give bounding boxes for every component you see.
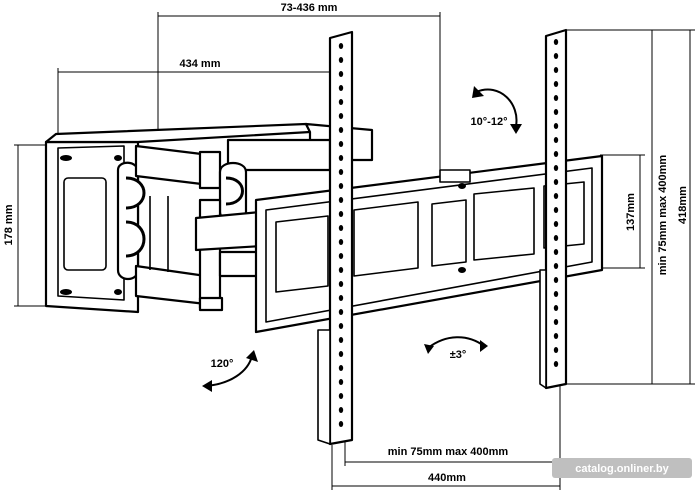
rail-hole [553, 109, 559, 115]
rail-hole [338, 337, 344, 343]
rail-hole [338, 225, 344, 231]
rail-hole [338, 407, 344, 413]
swivel-arrow [202, 350, 258, 392]
wall-plate [44, 122, 374, 314]
rail-hole [338, 295, 344, 301]
horizontal-vesa-label: min 75mm max 400mm [388, 446, 509, 458]
rail-hole [553, 137, 559, 143]
rail-hole [338, 393, 344, 399]
rail-hole [338, 379, 344, 385]
rail-hole [553, 179, 559, 185]
rail-hole [338, 211, 344, 217]
rail-hole [553, 263, 559, 269]
rail-hole [553, 361, 559, 367]
rail-height-label: 418mm [677, 186, 689, 224]
tilt-arrow [472, 86, 522, 134]
rotation-arrow [424, 336, 488, 354]
rail-hole [553, 333, 559, 339]
rail-hole [553, 81, 559, 87]
rail-hole [338, 183, 344, 189]
rail-hole [553, 95, 559, 101]
rail-hole [553, 151, 559, 157]
rail-hole [553, 277, 559, 283]
bracket-height-label: 137mm [625, 193, 637, 231]
rail-hole [553, 235, 559, 241]
vertical-vesa-label: min 75mm max 400mm [657, 155, 669, 276]
rail-hole [338, 239, 344, 245]
rail-hole [553, 291, 559, 297]
rail-hole [338, 309, 344, 315]
overall-width-label: 440mm [428, 472, 466, 484]
rail-hole [338, 43, 344, 49]
rail-hole [338, 351, 344, 357]
rail-hole [553, 221, 559, 227]
rail-hole [553, 53, 559, 59]
rail-hole [338, 99, 344, 105]
rail-hole [553, 123, 559, 129]
rail-hole [553, 67, 559, 73]
rail-hole [338, 323, 344, 329]
watermark-badge [552, 458, 692, 478]
right-vertical-rail [539, 28, 568, 390]
rail-hole [553, 249, 559, 255]
rotation-label: ±3° [450, 349, 467, 361]
rail-hole [338, 71, 344, 77]
rail-hole [553, 305, 559, 311]
rail-hole [338, 421, 344, 427]
rail-hole [338, 155, 344, 161]
rail-hole [338, 127, 344, 133]
swing-arms [116, 138, 332, 312]
rail-hole [338, 365, 344, 371]
arm-extension-label: 73-436 mm [281, 2, 338, 14]
tilt-label: 10°-12° [471, 116, 508, 128]
rail-hole [553, 347, 559, 353]
rail-hole [338, 197, 344, 203]
swivel-label: 120° [211, 358, 234, 370]
rail-hole [553, 207, 559, 213]
rail-hole [553, 165, 559, 171]
rail-hole [338, 253, 344, 259]
watermark-text: catalog.onliner.by [575, 463, 669, 475]
rail-hole [553, 39, 559, 45]
rail-hole [338, 141, 344, 147]
wall-plate-height-label: 178 mm [3, 204, 15, 245]
rail-hole [338, 169, 344, 175]
rail-hole [338, 267, 344, 273]
rail-hole [338, 281, 344, 287]
rail-hole [338, 85, 344, 91]
dimension-lines [14, 12, 695, 490]
wall-plate-width-label: 434 mm [180, 58, 221, 70]
rail-hole [553, 193, 559, 199]
rail-hole [553, 319, 559, 325]
rail-hole [338, 57, 344, 63]
left-vertical-rail [317, 30, 354, 446]
rail-hole [338, 113, 344, 119]
